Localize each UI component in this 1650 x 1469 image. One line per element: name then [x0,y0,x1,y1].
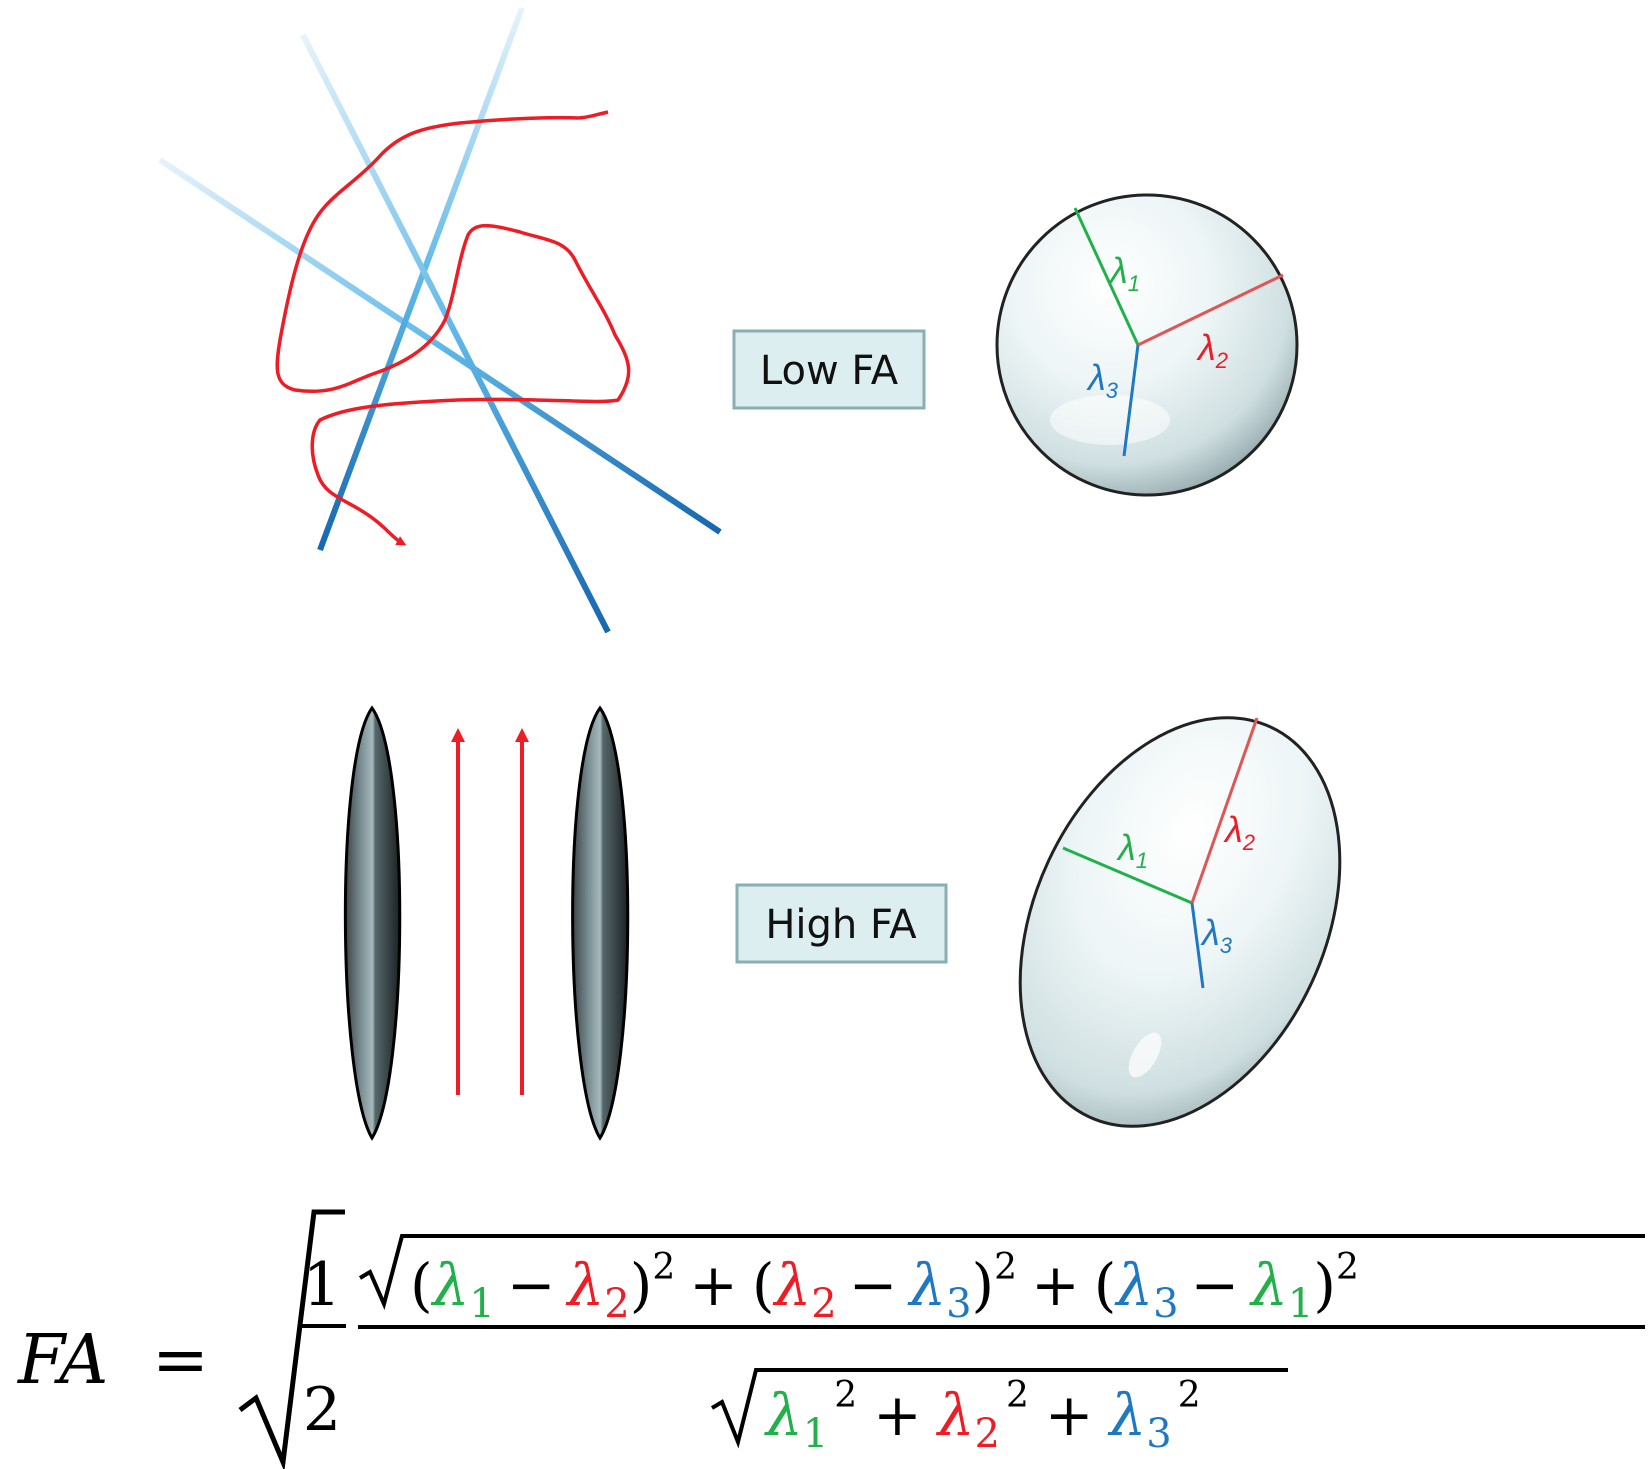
denominator-expression: λ12+λ22+λ32 [764,1375,1201,1457]
denominator-radical [710,1368,1288,1449]
low-fa-label-box: Low FA [732,329,926,410]
high-lambda1-axis [1062,846,1193,905]
low-fa-label: Low FA [760,348,899,394]
high-lambda2-axis [1190,717,1259,904]
low-lambda1-axis [1073,207,1140,346]
fa-formula: FA = 1 2 (λ1−λ2)2+(λ2−λ3)2+(λ3−λ1)2 λ12+… [16,1209,1645,1469]
numerator-expression: (λ1−λ2)2+(λ2−λ3)2+(λ3−λ1)2 [410,1247,1359,1327]
outer-radical [238,1209,345,1469]
numerator-radical [358,1234,1645,1311]
high-fa-tensor-ellipsoid: λ1 λ2 λ3 [1018,716,1342,1128]
axon-right [571,705,630,1141]
aligned-axons [343,705,630,1141]
low-lambda2-label: λ2 [1196,327,1228,373]
fiber-2 [317,6,525,552]
low-lambda1-label: λ1 [1108,250,1140,296]
high-lambda3-label: λ3 [1200,912,1233,958]
axon-left [343,705,402,1141]
fiber-3 [300,33,611,634]
half-denominator: 2 [303,1375,341,1445]
low-lambda3-axis [1122,344,1140,457]
fiber-1 [158,157,722,535]
high-lambda2-label: λ2 [1223,809,1255,855]
random-diffusion-path [275,110,631,546]
low-lambda2-axis [1137,273,1284,347]
low-fa-tensor-sphere: λ1 λ2 λ3 [995,193,1299,497]
high-lambda3-axis [1190,902,1205,989]
formula-equals: = [152,1321,209,1400]
half-numerator: 1 [303,1250,341,1320]
high-lambda1-label: λ1 [1116,827,1148,873]
low-lambda3-label: λ3 [1086,357,1119,403]
formula-lhs: FA [16,1321,108,1400]
random-fibers [158,6,722,634]
high-fa-label: High FA [765,902,917,948]
high-fa-label-box: High FA [735,883,948,964]
